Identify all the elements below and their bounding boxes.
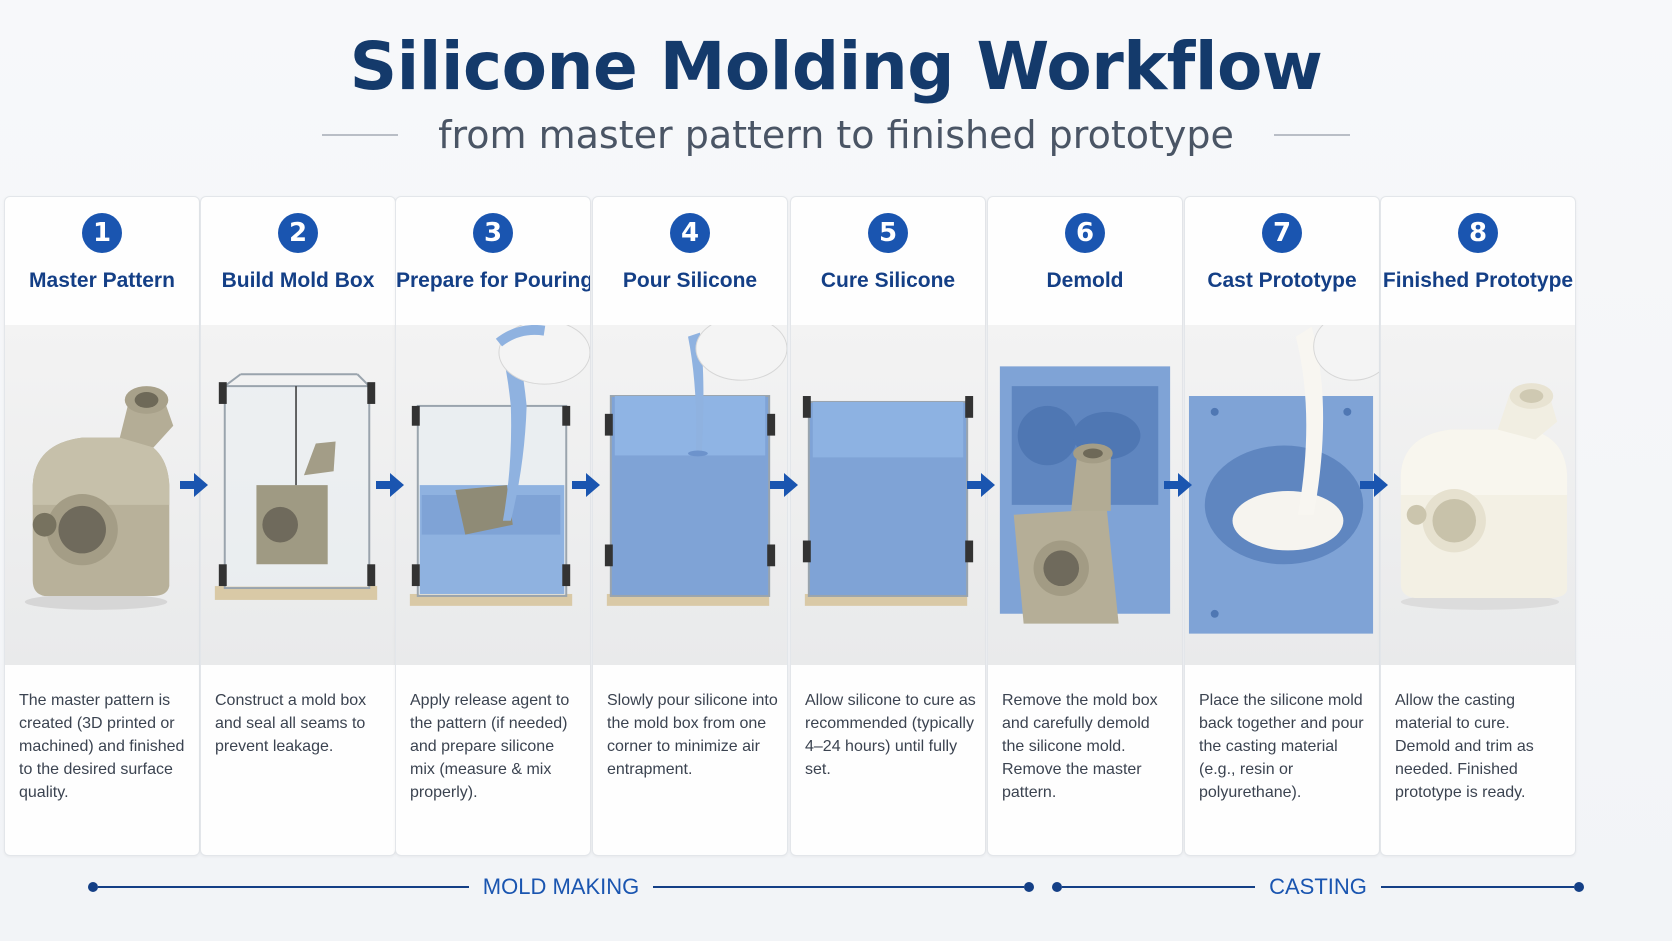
- step-title: Cure Silicone: [820, 269, 956, 292]
- step-header: 7 Cast Prototype: [1185, 197, 1379, 325]
- step-description: Slowly pour silicone into the mold box f…: [607, 692, 778, 778]
- phase-label: MOLD MAKING: [482, 874, 640, 899]
- arrow-right-icon: [1357, 468, 1391, 502]
- step-header: 5 Cure Silicone: [791, 197, 985, 325]
- page-subtitle: from master pattern to finished prototyp…: [438, 113, 1234, 157]
- step-number-badge: 4: [670, 213, 710, 253]
- step-card-4: 4 Pour Silicone Slowly pour silicone int…: [592, 196, 788, 856]
- step-number-badge: 2: [278, 213, 318, 253]
- arrow-right-icon: [1161, 468, 1195, 502]
- step-header: 1 Master Pattern: [5, 197, 199, 325]
- step-description: Place the silicone mold back together an…: [1199, 692, 1364, 801]
- step-header: 2 Build Mold Box: [201, 197, 395, 325]
- master-pattern-image: [5, 325, 199, 665]
- step-card-6: 6 Demold Remove the mold box and careful…: [987, 196, 1183, 856]
- step-title: Demold: [1046, 269, 1124, 292]
- phase-line: [1062, 886, 1256, 888]
- step-card-7: 7 Cast Prototype Place the silicone mold…: [1184, 196, 1380, 856]
- step-description: Remove the mold box and carefully demold…: [1002, 692, 1158, 801]
- step-description: The master pattern is created (3D printe…: [19, 692, 185, 801]
- page-title: Silicone Molding Workflow: [349, 28, 1323, 105]
- step-description: Allow silicone to cure as recommended (t…: [805, 692, 976, 778]
- step-number-badge: 1: [82, 213, 122, 253]
- step-title: Cast Prototype: [1207, 269, 1357, 292]
- phase-label: CASTING: [1269, 874, 1367, 899]
- phase-start-dot: [1052, 882, 1062, 892]
- cure-silicone-image: [791, 325, 985, 665]
- step-description: Apply release agent to the pattern (if n…: [410, 692, 570, 801]
- step-title: Prepare for Pouring: [396, 269, 591, 292]
- step-header: 3 Prepare for Pouring: [396, 197, 590, 325]
- arrow-right-icon: [964, 468, 998, 502]
- finished-prototype-image: [1381, 325, 1575, 665]
- subtitle-divider-right: [1273, 134, 1350, 136]
- step-number-badge: 7: [1262, 213, 1302, 253]
- step-number-badge: 8: [1458, 213, 1498, 253]
- phase-mold-making: MOLD MAKING: [88, 872, 1034, 902]
- phase-line: [98, 886, 469, 888]
- arrow-right-icon: [373, 468, 407, 502]
- step-card-3: 3 Prepare for Pouring Apply release agen…: [395, 196, 591, 856]
- subtitle-divider-left: [322, 134, 399, 136]
- step-card-2: 2 Build Mold Box Construct a mold box an…: [200, 196, 396, 856]
- arrow-right-icon: [177, 468, 211, 502]
- phase-end-dot: [1024, 882, 1034, 892]
- step-title: Finished Prototype: [1382, 269, 1574, 292]
- step-card-8: 8 Finished Prototype Allow the casting m…: [1380, 196, 1576, 856]
- step-title: Pour Silicone: [622, 269, 758, 292]
- arrow-right-icon: [569, 468, 603, 502]
- step-number-badge: 3: [473, 213, 513, 253]
- workflow-steps: 1 Master Pattern The master pattern is c…: [4, 196, 1672, 856]
- pouring-prep-image: [396, 325, 590, 665]
- phase-start-dot: [88, 882, 98, 892]
- step-number-badge: 5: [868, 213, 908, 253]
- phase-end-dot: [1574, 882, 1585, 892]
- step-header: 4 Pour Silicone: [593, 197, 787, 325]
- step-title: Master Pattern: [29, 269, 175, 292]
- demold-image: [988, 325, 1182, 665]
- pour-silicone-image: [593, 325, 787, 665]
- cast-prototype-image: [1185, 325, 1379, 665]
- phase-casting: CASTING: [1052, 872, 1585, 902]
- step-description: Construct a mold box and seal all seams …: [215, 692, 367, 755]
- step-number-badge: 6: [1065, 213, 1105, 253]
- step-header: 6 Demold: [988, 197, 1182, 325]
- subtitle-row: from master pattern to finished prototyp…: [0, 110, 1672, 160]
- step-title: Build Mold Box: [221, 269, 375, 292]
- step-header: 8 Finished Prototype: [1381, 197, 1575, 325]
- phase-line: [653, 886, 1024, 888]
- phase-line: [1380, 886, 1575, 888]
- arrow-right-icon: [767, 468, 801, 502]
- step-description: Allow the casting material to cure. Demo…: [1395, 692, 1534, 801]
- step-card-5: 5 Cure Silicone Allow silicone to cure a…: [790, 196, 986, 856]
- mold-box-image: [201, 325, 395, 665]
- step-card-1: 1 Master Pattern The master pattern is c…: [4, 196, 200, 856]
